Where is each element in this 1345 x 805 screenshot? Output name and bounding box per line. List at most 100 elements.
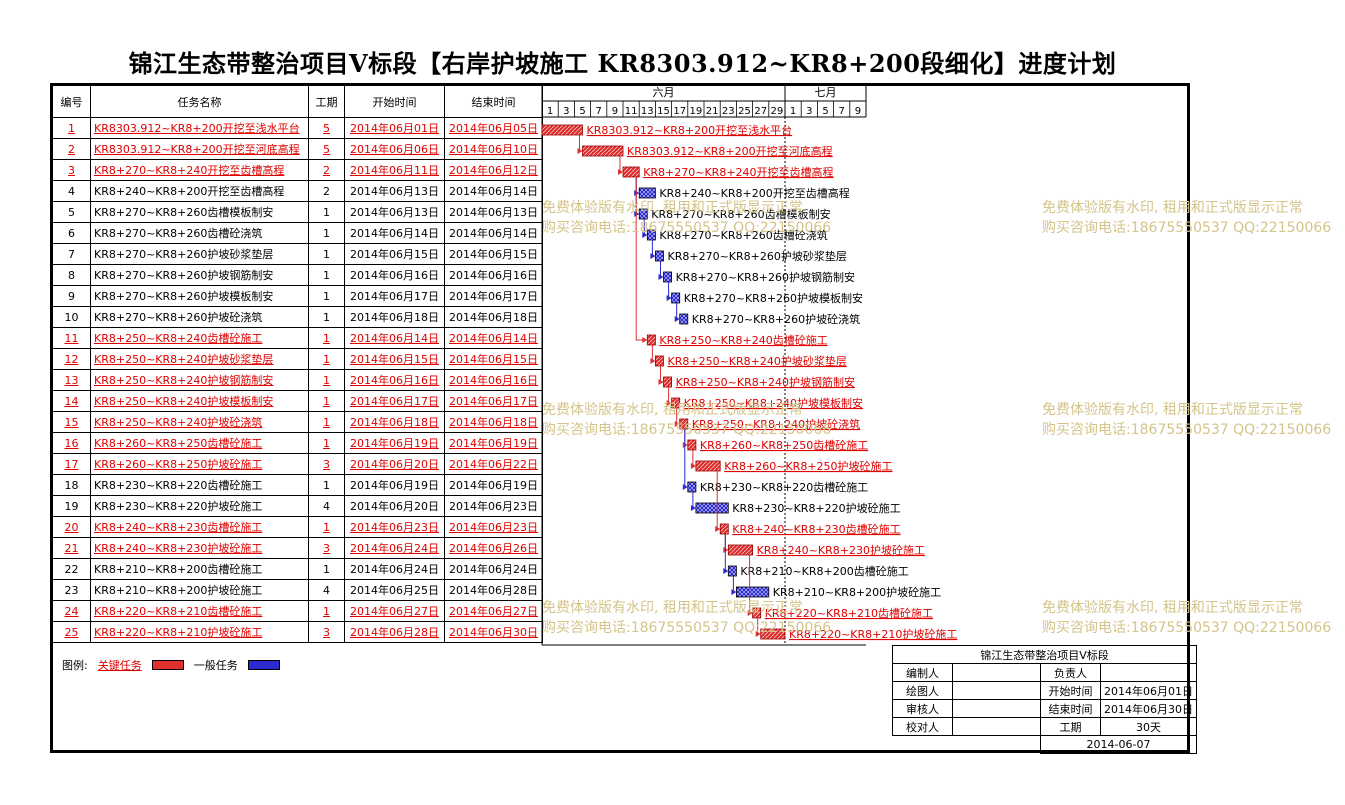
gantt-bar	[663, 271, 673, 283]
gantt-bar-label: KR8+270~KR8+260齿槽模板制安	[651, 207, 830, 221]
gantt-bar	[760, 628, 786, 640]
task-end: 2014年06月30日	[444, 621, 543, 643]
day-tick-label: 15	[657, 106, 670, 117]
gantt-bar-label: KR8+270~KR8+260齿槽砼浇筑	[659, 228, 827, 242]
gantt-bar-label: KR8+230~KR8+220齿槽砼施工	[700, 481, 868, 494]
gantt-bar	[752, 607, 762, 619]
task-start: 2014年06月17日	[344, 390, 445, 412]
dependency-arrow	[642, 337, 648, 343]
gantt-bar	[671, 292, 681, 304]
task-name: KR8+270~KR8+260护坡模板制安	[90, 285, 309, 307]
dependency-line	[757, 618, 760, 635]
task-name: KR8303.912~KR8+200开挖至浅水平台	[90, 117, 309, 139]
gantt-bar	[655, 355, 664, 367]
dependency-arrow	[650, 253, 656, 259]
task-start: 2014年06月18日	[344, 411, 445, 433]
dependency-arrow	[731, 589, 737, 595]
dependency-line	[692, 492, 695, 509]
dependency-line	[668, 387, 671, 404]
day-tick-label: 21	[706, 106, 719, 117]
day-tick-label: 23	[722, 106, 735, 117]
day-tick-label: 17	[673, 106, 686, 117]
dependency-arrow	[658, 379, 664, 385]
gantt-bar-label: KR8+220~KR8+210齿槽砼施工	[765, 607, 933, 620]
dependency-line	[732, 576, 736, 593]
dependency-line	[684, 429, 687, 488]
info-checker-value	[952, 717, 1041, 736]
info-project: 锦江生态带整治项目V标段	[892, 645, 1197, 664]
dependency-line	[676, 303, 679, 320]
task-start: 2014年06月23日	[344, 516, 445, 538]
info-drawer-label: 绘图人	[892, 681, 953, 700]
task-end: 2014年06月17日	[444, 285, 543, 307]
info-drawer-value	[952, 681, 1041, 700]
gantt-bar	[695, 460, 721, 472]
gantt-bar-label: KR8+260~KR8+250齿槽砼施工	[700, 439, 868, 452]
gantt-bar	[679, 418, 689, 430]
dependency-arrow	[723, 568, 729, 574]
dependency-arrow	[650, 358, 656, 364]
gantt-bar-label: KR8303.912~KR8+200开挖至河底高程	[627, 144, 833, 158]
gantt-bar-label: KR8+270~KR8+260护坡模板制安	[684, 291, 863, 305]
gantt-bar	[679, 313, 689, 325]
gantt-bar	[541, 124, 583, 136]
gantt-bar	[727, 565, 737, 577]
info-start-value: 2014年06月01日	[1100, 681, 1197, 700]
gantt-bar	[727, 544, 753, 556]
gantt-bar	[646, 334, 656, 346]
legend: 图例: 关键任务 一般任务	[62, 657, 280, 673]
gantt-bar	[671, 397, 681, 409]
dependency-arrow	[642, 232, 648, 238]
task-end: 2014年06月15日	[444, 348, 543, 370]
day-tick-label: 9	[855, 106, 861, 117]
info-editor-value	[952, 663, 1041, 682]
gantt-bar	[622, 166, 640, 178]
table-header-row: 编号 任务名称 工期 开始时间 结束时间	[52, 85, 543, 118]
task-name: KR8+240~KR8+230齿槽砼施工	[90, 516, 309, 538]
gantt-bar	[638, 208, 648, 220]
day-tick-label: 9	[612, 106, 618, 117]
gantt-bar	[638, 187, 656, 199]
info-end-label: 结束时间	[1040, 699, 1101, 718]
task-start: 2014年06月27日	[344, 600, 445, 622]
dependency-arrow	[690, 463, 696, 469]
gantt-bar-label: KR8303.912~KR8+200开挖至浅水平台	[587, 123, 793, 137]
task-id: 10	[52, 306, 91, 328]
task-start: 2014年06月19日	[344, 432, 445, 454]
task-end: 2014年06月14日	[444, 327, 543, 349]
task-id: 25	[52, 621, 91, 643]
day-tick-label: 3	[806, 106, 812, 117]
task-name: KR8+250~KR8+240齿槽砼施工	[90, 327, 309, 349]
dependency-line	[651, 240, 655, 257]
day-tick-label: 5	[579, 106, 585, 117]
day-tick-label: 27	[754, 106, 767, 117]
dependency-line	[660, 366, 663, 383]
dependency-arrow	[674, 316, 680, 322]
dependency-line	[716, 471, 720, 530]
gantt-bar	[646, 229, 656, 241]
task-start: 2014年06月18日	[344, 306, 445, 328]
day-tick-label: 7	[839, 106, 845, 117]
task-end: 2014年06月05日	[444, 117, 543, 139]
task-id: 23	[52, 579, 91, 601]
task-name: KR8303.912~KR8+200开挖至河底高程	[90, 138, 309, 160]
gantt-bar-label: KR8+250~KR8+240护坡砼浇筑	[692, 417, 860, 431]
task-end: 2014年06月18日	[444, 411, 543, 433]
legend-normal-swatch	[247, 660, 280, 670]
dependency-arrow	[755, 631, 761, 637]
gantt-bar	[582, 145, 624, 157]
gantt-bar-label: KR8+210~KR8+200护坡砼施工	[773, 585, 941, 599]
